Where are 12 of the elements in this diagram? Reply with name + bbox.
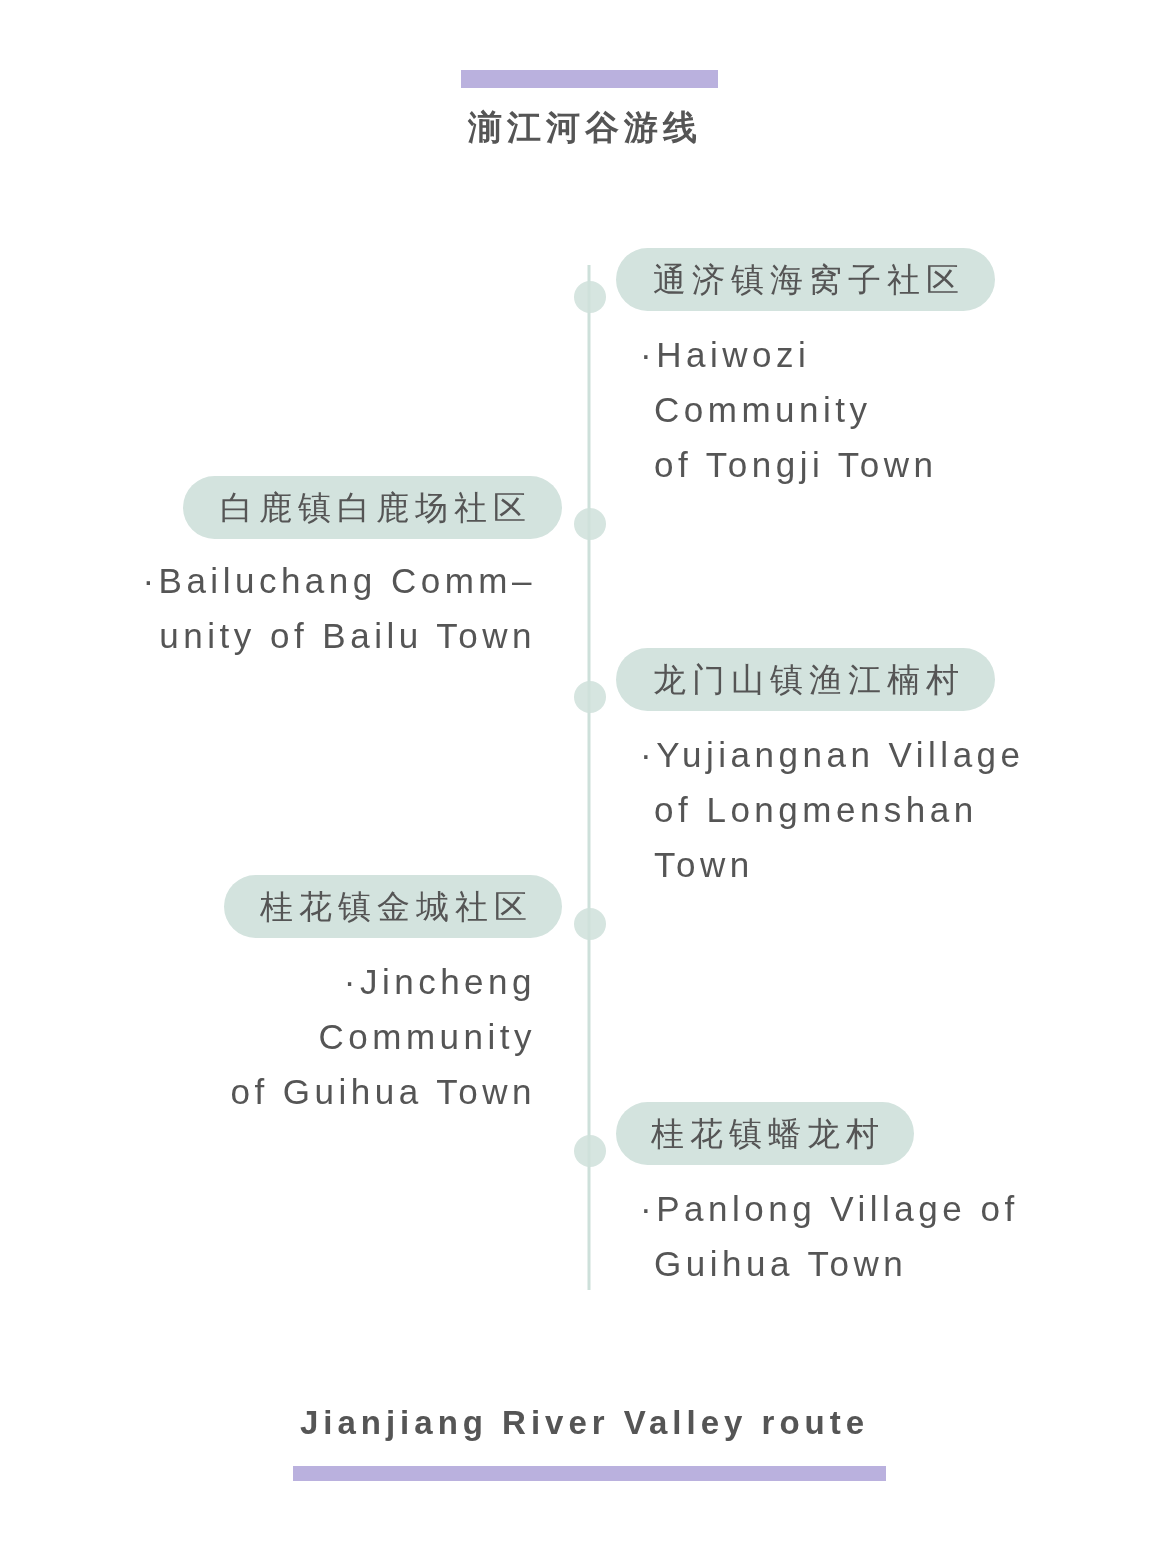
place-description: ·Jincheng Community of Guihua Town [229, 961, 536, 1113]
place-name: 通济镇海窝子社区 [652, 259, 965, 300]
place-name: 桂花镇蟠龙村 [651, 1113, 885, 1154]
place-name: 白鹿镇白鹿场社区 [219, 487, 532, 528]
place-name: 桂花镇金城社区 [259, 886, 533, 927]
place-description: ·Panlong Village of Guihua Town [640, 1188, 1020, 1285]
place-description: ·Yujiangnan Village of Longmenshan Town [640, 734, 1026, 886]
place-description: ·Bailuchang Comm– unity of Bailu Town [141, 560, 536, 657]
diagram-title: 湔江河谷游线 [467, 107, 702, 148]
diagram-caption: Jianjiang River Valley route [299, 1403, 870, 1443]
place-name: 龙门山镇渔江楠村 [652, 659, 965, 700]
place-description: ·Haiwozi Community of Tongji Town [640, 334, 939, 486]
